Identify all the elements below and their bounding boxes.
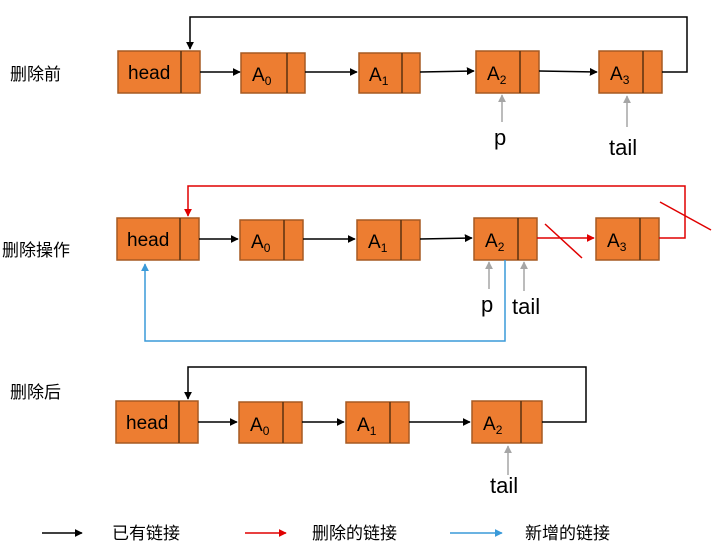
strike-mark-a3-head (659, 201, 712, 231)
svg-text:A0: A0 (252, 65, 272, 88)
stage-after-label: 删除后 (10, 383, 61, 403)
node-a1-label: A (368, 232, 381, 253)
legend-deleted-label: 删除的链接 (312, 524, 397, 544)
node-head: head (116, 217, 200, 261)
node-a0-label: A (250, 415, 263, 436)
node-a2: A2 (471, 400, 543, 444)
legend-item-existing: 已有链接 (42, 524, 180, 544)
node-a1: A1 (358, 52, 421, 94)
node-a3: A3 (598, 50, 663, 94)
node-a3-sub: 3 (620, 240, 627, 254)
node-a1: A1 (345, 401, 410, 444)
legend-new-label: 新增的链接 (525, 524, 610, 544)
new-link-a2-head (141, 260, 506, 342)
node-a2-sub: 2 (496, 423, 503, 437)
node-head-label: head (128, 63, 170, 84)
node-a2-label: A (483, 414, 496, 435)
deleted-link-a3-head (184, 185, 686, 239)
node-head-label: head (126, 413, 168, 434)
svg-text:A3: A3 (607, 231, 627, 254)
node-a0-sub: 0 (265, 74, 272, 88)
node-a2-label: A (487, 64, 500, 85)
legend-item-deleted: 删除的链接 (245, 524, 397, 544)
strike-mark-a2-a3 (544, 223, 583, 259)
node-a3-label: A (607, 231, 620, 252)
link-a2-head-loop (184, 366, 587, 423)
legend-existing-label: 已有链接 (112, 524, 180, 544)
node-a1: A1 (356, 219, 421, 261)
node-a0: A0 (239, 219, 304, 261)
link-a1-a2 (419, 234, 473, 243)
node-a0-label: A (252, 65, 265, 86)
node-a3-sub: 3 (623, 73, 630, 87)
pointer-tail-label: tail (609, 135, 637, 160)
svg-text:A1: A1 (357, 415, 377, 438)
svg-text:A2: A2 (485, 231, 505, 254)
link-a3-head-loop (186, 16, 688, 73)
pointer-tail-label: tail (490, 473, 518, 498)
node-a1-label: A (369, 65, 382, 86)
svg-text:A3: A3 (610, 64, 630, 87)
stage-before: 删除前 head A0 A1 A2 A3 (10, 16, 688, 160)
node-a3-label: A (610, 64, 623, 85)
node-a0-sub: 0 (263, 424, 270, 438)
node-a2-sub: 2 (500, 73, 507, 87)
stage-operation: 删除操作 head A0 A1 A2 A3 (2, 185, 712, 342)
link-a2-a3 (538, 67, 598, 76)
link-a1-a2 (419, 67, 475, 76)
node-a1-sub: 1 (381, 241, 388, 255)
svg-text:A2: A2 (487, 64, 507, 87)
node-a0: A0 (238, 401, 303, 444)
svg-text:A1: A1 (368, 232, 388, 255)
node-a2: A2 (475, 50, 540, 94)
node-a2-label: A (485, 231, 498, 252)
stage-after: 删除后 head A0 A1 A2 (10, 366, 587, 498)
node-a3: A3 (595, 217, 660, 261)
node-a2-sub: 2 (498, 240, 505, 254)
svg-text:A0: A0 (250, 415, 270, 438)
node-a1-sub: 1 (370, 424, 377, 438)
node-head-label: head (127, 230, 169, 251)
node-a1-label: A (357, 415, 370, 436)
legend: 已有链接 删除的链接 新增的链接 (42, 524, 610, 544)
pointer-tail-label: tail (512, 294, 540, 319)
node-a1-sub: 1 (382, 74, 389, 88)
node-a0-sub: 0 (264, 241, 271, 255)
svg-text:A0: A0 (251, 232, 271, 255)
pointer-p-label: p (494, 125, 506, 150)
pointer-p-label: p (481, 292, 493, 317)
stage-before-label: 删除前 (10, 65, 61, 85)
node-head: head (117, 50, 201, 94)
svg-text:A2: A2 (483, 414, 503, 437)
svg-text:A1: A1 (369, 65, 389, 88)
node-a0: A0 (240, 52, 306, 94)
node-a2: A2 (473, 217, 538, 261)
node-a0-label: A (251, 232, 264, 253)
legend-item-new: 新增的链接 (450, 524, 610, 544)
node-head: head (115, 400, 199, 444)
stage-operation-label: 删除操作 (2, 241, 70, 261)
